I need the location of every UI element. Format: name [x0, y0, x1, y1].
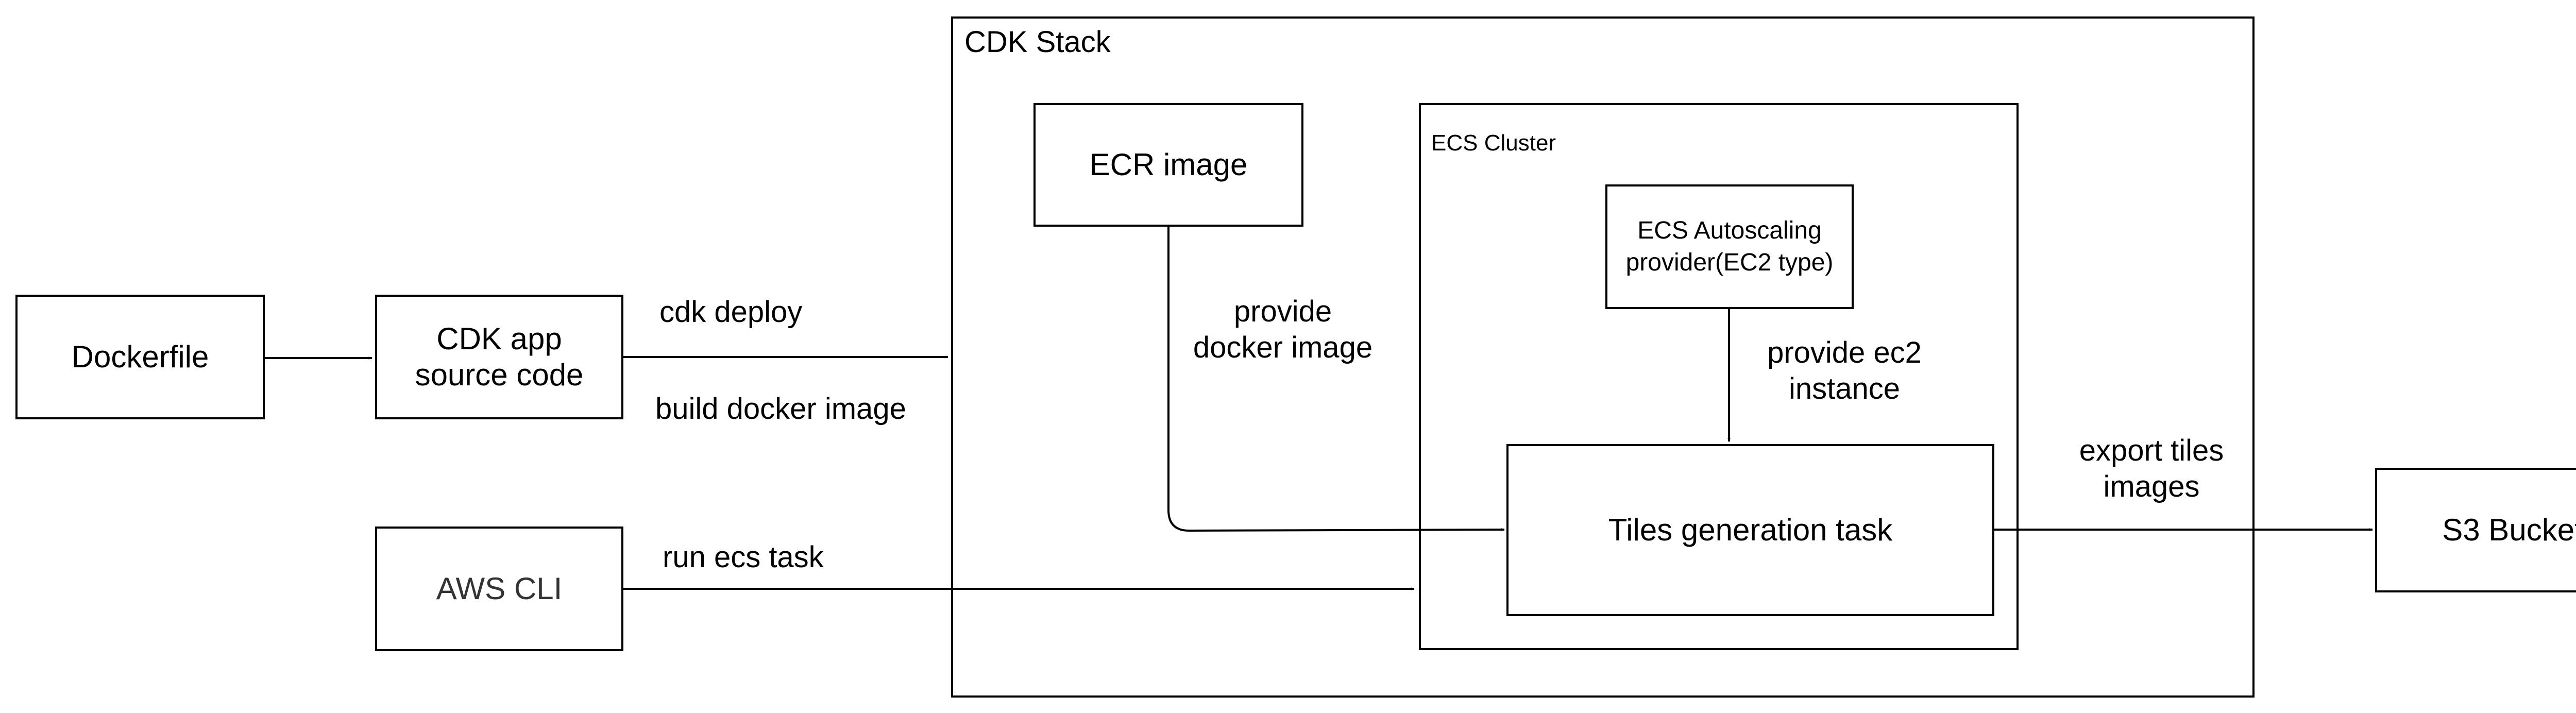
cdk-app-label-line1: CDK app — [436, 321, 562, 356]
cdk-app-node: CDK app source code — [375, 295, 623, 419]
s3-bucket-label: S3 Bucket — [2442, 513, 2576, 547]
provide-ec2-line2: instance — [1788, 372, 1901, 405]
tiles-generation-task-node: Tiles generation task — [1506, 444, 1994, 616]
dockerfile-label: Dockerfile — [71, 339, 209, 374]
aws-cli-node: AWS CLI — [375, 527, 623, 651]
export-line2: images — [2103, 470, 2200, 503]
export-line1: export tiles — [2079, 434, 2224, 467]
cdk-app-label-line2: source code — [415, 358, 584, 392]
provide-docker-line2: docker image — [1193, 331, 1373, 364]
ecs-cluster-label: ECS Cluster — [1431, 130, 1556, 156]
autoscaling-label-line1: ECS Autoscaling — [1637, 217, 1822, 244]
cdk-stack-label: CDK Stack — [964, 25, 1111, 59]
cdk-deploy-edge-label: cdk deploy — [659, 295, 803, 329]
cdk-stack-container — [951, 16, 2255, 698]
tiles-task-label: Tiles generation task — [1608, 513, 1893, 547]
export-tiles-images-edge-label: export tiles images — [2043, 433, 2260, 505]
dockerfile-node: Dockerfile — [15, 295, 265, 419]
build-docker-image-edge-label: build docker image — [655, 392, 906, 426]
ecs-autoscaling-provider-node: ECS Autoscaling provider(EC2 type) — [1605, 184, 1854, 309]
provide-docker-line1: provide — [1233, 295, 1332, 328]
provide-docker-image-edge-label: provide docker image — [1175, 294, 1391, 366]
ecr-image-label: ECR image — [1089, 147, 1248, 182]
aws-cli-label: AWS CLI — [436, 571, 563, 606]
s3-bucket-node: S3 Bucket — [2375, 468, 2576, 592]
provide-docker-image-arrow — [1167, 227, 1505, 532]
run-ecs-task-edge-label: run ecs task — [663, 540, 824, 574]
ecs-cluster-container — [1419, 103, 2019, 650]
provide-ec2-instance-edge-label: provide ec2 instance — [1736, 335, 1953, 407]
autoscaling-label-line2: provider(EC2 type) — [1625, 249, 1834, 276]
ecr-image-node: ECR image — [1033, 103, 1303, 227]
provide-ec2-line1: provide ec2 — [1767, 336, 1922, 369]
